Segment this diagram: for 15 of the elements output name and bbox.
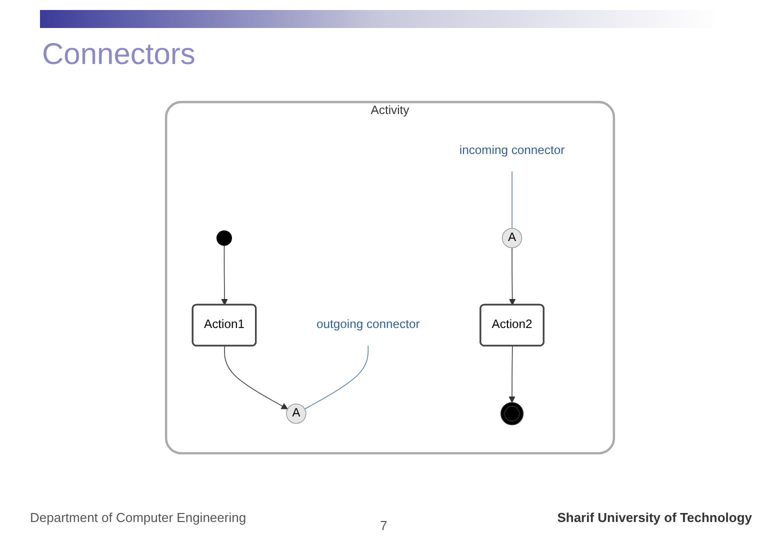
footer-text: Department of Computer Engineering: [30, 510, 246, 525]
connector: [304, 346, 368, 410]
slide-title: Connectors: [42, 38, 196, 72]
node-circle: [500, 402, 524, 426]
node-circle: [216, 230, 232, 246]
arrow: [508, 346, 516, 404]
arrow: [221, 245, 228, 306]
node-circle: A: [286, 404, 306, 424]
node-text: outgoing connector: [316, 318, 420, 332]
arrow: [508, 248, 516, 306]
node-circle: A: [502, 228, 522, 248]
footer-text: Sharif University of Technology: [557, 510, 752, 525]
arrow: [224, 346, 288, 410]
page-number: 7: [380, 518, 388, 533]
node-text: incoming connector: [459, 144, 565, 158]
